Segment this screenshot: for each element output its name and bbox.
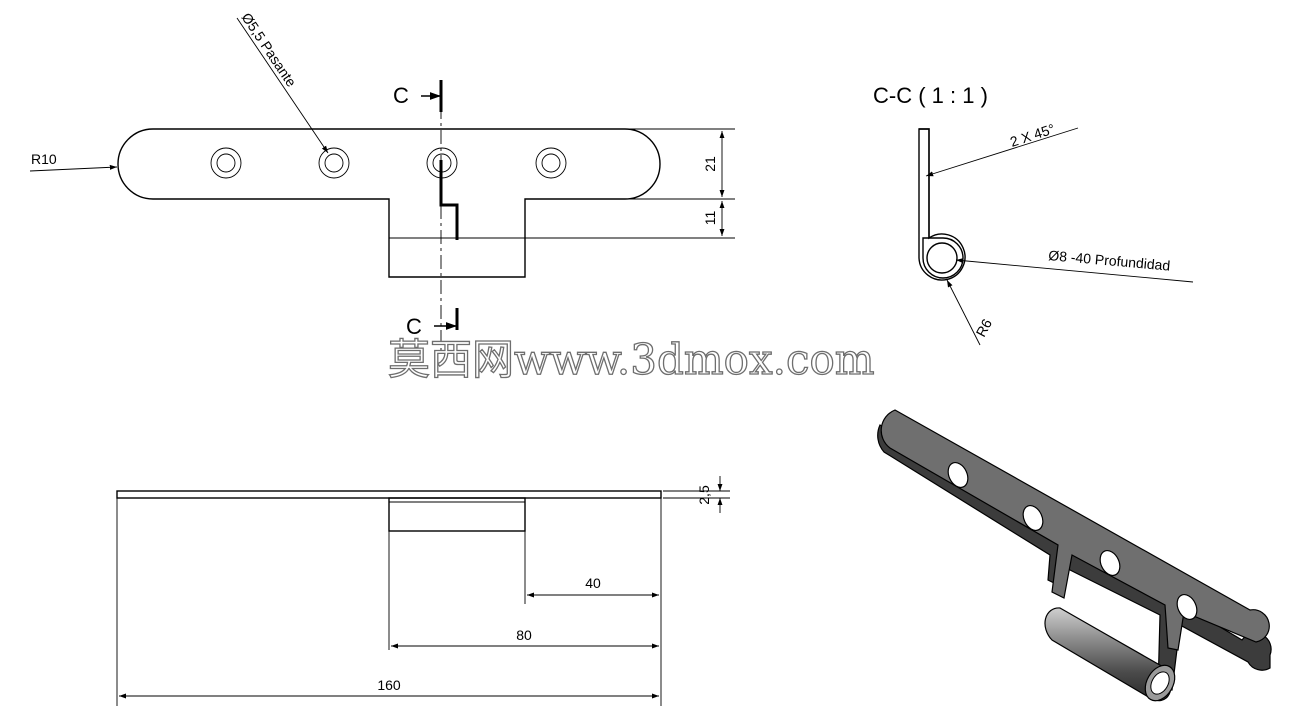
section-title: C-C ( 1 : 1 )	[873, 83, 988, 108]
hole-inner	[324, 153, 344, 173]
hole-outer	[535, 147, 567, 179]
radius-leader	[29, 164, 118, 172]
section-bore	[926, 242, 958, 274]
section-view: C-C ( 1 : 1 ) 2 X 45° Ø8 -40 Profundidad…	[873, 83, 1194, 346]
hole-label: Ø5,5 Pasante	[239, 10, 300, 90]
leaf-edge	[116, 490, 662, 499]
bore-leader	[955, 258, 1194, 283]
section-leaf-profile	[919, 128, 964, 279]
chamfer-label: 2 X 45°	[1008, 120, 1057, 149]
hole-outer	[210, 147, 242, 179]
iso-barrel-bore	[1150, 671, 1170, 695]
chamfer-leader	[925, 127, 1079, 177]
mounting-holes	[210, 147, 567, 179]
length-dimensions	[116, 498, 662, 706]
radius-label: R10	[31, 151, 57, 167]
iso-holes	[947, 462, 1198, 620]
barrel-tab	[388, 497, 526, 532]
hole-inner	[541, 153, 561, 173]
isometric-view	[877, 409, 1272, 702]
dim-height-tab: 11	[702, 211, 718, 226]
section-leaf-body	[918, 128, 966, 281]
radius-label: R6	[973, 316, 996, 340]
hole-inner	[216, 153, 236, 173]
hole-leader	[236, 17, 329, 154]
hinge-leaf-outline	[117, 128, 661, 278]
dim-40: 40	[585, 575, 601, 591]
section-letter-bottom: C	[406, 314, 422, 339]
hole-outer	[318, 147, 350, 179]
front-view: C C R10 Ø5,5 Pasante 21 11	[29, 10, 735, 355]
radius-leader	[946, 279, 981, 346]
section-cut-line	[421, 80, 459, 355]
section-letter-top: C	[393, 83, 409, 108]
bore-label: Ø8 -40 Profundidad	[1048, 247, 1171, 274]
watermark-text: 莫西网www.3dmox.com	[388, 335, 875, 384]
top-view: 2,5 40 80 160	[116, 476, 730, 706]
dim-160: 160	[377, 677, 401, 693]
iso-leaf-top-face	[880, 409, 1270, 651]
dim-80: 80	[516, 627, 532, 643]
thickness-dimension	[663, 476, 730, 513]
dim-height-main: 21	[702, 156, 718, 172]
height-dimensions	[525, 128, 735, 239]
dim-thickness: 2,5	[696, 485, 712, 505]
